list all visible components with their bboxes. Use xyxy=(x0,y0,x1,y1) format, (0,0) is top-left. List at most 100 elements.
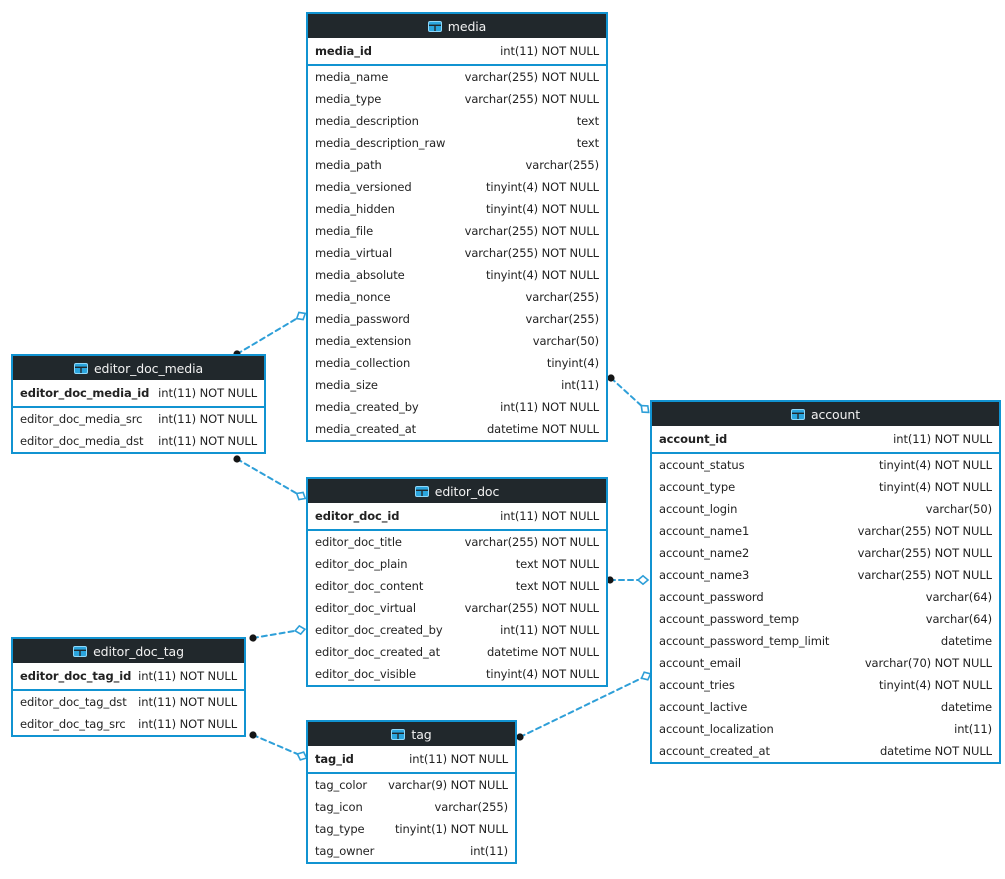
column-type: varchar(50) xyxy=(925,502,992,516)
column-type: varchar(255) NOT NULL xyxy=(857,568,992,582)
column-name: account_email xyxy=(659,656,741,670)
column-row-media_path: media_path varchar(255) xyxy=(308,154,606,176)
column-name: account_type xyxy=(659,480,736,494)
relation-dot-endpoint xyxy=(607,374,615,382)
column-name: editor_doc_content xyxy=(315,579,424,593)
table-header[interactable]: editor_doc_tag xyxy=(13,639,244,663)
relation-editor_doc_media-to-editor_doc[interactable] xyxy=(233,455,307,501)
relation-dot-endpoint xyxy=(233,455,241,463)
pk-column-type: int(11) NOT NULL xyxy=(500,509,599,523)
column-type: varchar(64) xyxy=(925,612,992,626)
relation-diamond-endpoint xyxy=(293,624,307,636)
column-name: account_localization xyxy=(659,722,774,736)
table-editor_doc[interactable]: editor_doc editor_doc_id int(11) NOT NUL… xyxy=(306,477,608,687)
column-name: tag_type xyxy=(315,822,365,836)
column-name: media_file xyxy=(315,224,374,238)
column-name: media_extension xyxy=(315,334,412,348)
column-name: editor_doc_plain xyxy=(315,557,408,571)
column-row-media_created_by: media_created_by int(11) NOT NULL xyxy=(308,396,606,418)
column-name: media_password xyxy=(315,312,410,326)
table-header[interactable]: account xyxy=(652,402,999,426)
column-row-tag_type: tag_type tinyint(1) NOT NULL xyxy=(308,818,515,840)
column-type: int(11) NOT NULL xyxy=(500,400,599,414)
column-name: editor_doc_tag_dst xyxy=(20,695,127,709)
column-name: media_virtual xyxy=(315,246,393,260)
relation-diamond-endpoint xyxy=(640,404,650,414)
column-type: text NOT NULL xyxy=(515,557,599,571)
column-name: media_type xyxy=(315,92,382,106)
table-account[interactable]: account account_id int(11) NOT NULL acco… xyxy=(650,400,1001,764)
column-type: tinyint(1) NOT NULL xyxy=(394,822,508,836)
column-name: media_description_raw xyxy=(315,136,446,150)
column-row-media_extension: media_extension varchar(50) xyxy=(308,330,606,352)
column-name: media_absolute xyxy=(315,268,405,282)
relation-editor_doc_media-to-media[interactable] xyxy=(233,311,307,358)
relation-editor_doc_tag-to-tag[interactable] xyxy=(249,731,308,761)
table-editor_doc_tag[interactable]: editor_doc_tag editor_doc_tag_id int(11)… xyxy=(11,637,246,737)
column-type: int(11) NOT NULL xyxy=(500,623,599,637)
table-header[interactable]: media xyxy=(308,14,606,38)
column-type: varchar(50) xyxy=(532,334,599,348)
column-type: varchar(64) xyxy=(925,590,992,604)
column-name: account_name2 xyxy=(659,546,750,560)
table-title: tag xyxy=(411,726,432,742)
column-name: media_created_at xyxy=(315,422,417,436)
column-type: datetime xyxy=(940,634,992,648)
table-header[interactable]: editor_doc xyxy=(308,479,606,503)
pk-column-type: int(11) NOT NULL xyxy=(138,669,237,683)
column-name: media_collection xyxy=(315,356,411,370)
table-editor_doc_media[interactable]: editor_doc_media editor_doc_media_id int… xyxy=(11,354,266,454)
column-type: varchar(255) xyxy=(525,312,600,326)
column-name: account_password xyxy=(659,590,764,604)
column-row-account_password: account_password varchar(64) xyxy=(652,586,999,608)
relation-line xyxy=(610,377,646,410)
column-type: varchar(255) xyxy=(525,158,600,172)
relation-diamond-endpoint xyxy=(295,491,307,501)
table-icon xyxy=(414,485,429,497)
table-header[interactable]: tag xyxy=(308,722,515,746)
column-type: int(11) NOT NULL xyxy=(158,434,257,448)
table-media[interactable]: media media_id int(11) NOT NULL media_na… xyxy=(306,12,608,442)
table-header[interactable]: editor_doc_media xyxy=(13,356,264,380)
column-name: media_hidden xyxy=(315,202,395,216)
column-type: varchar(9) NOT NULL xyxy=(388,778,508,792)
column-name: editor_doc_visible xyxy=(315,667,416,681)
column-name: editor_doc_virtual xyxy=(315,601,416,615)
column-name: media_created_by xyxy=(315,400,419,414)
pk-column-type: int(11) NOT NULL xyxy=(409,752,508,766)
column-type: varchar(255) NOT NULL xyxy=(857,546,992,560)
column-row-media_password: media_password varchar(255) xyxy=(308,308,606,330)
column-name: media_path xyxy=(315,158,382,172)
column-name: tag_icon xyxy=(315,800,363,814)
column-name: editor_doc_created_at xyxy=(315,645,441,659)
relation-editor_doc_tag-to-editor_doc[interactable] xyxy=(249,624,307,642)
relation-media-to-account[interactable] xyxy=(607,374,650,414)
column-name: account_name3 xyxy=(659,568,750,582)
pk-column-name: editor_doc_tag_id xyxy=(20,669,132,683)
relation-editor_doc-to-account[interactable] xyxy=(606,574,650,586)
pk-column-type: int(11) NOT NULL xyxy=(500,44,599,58)
